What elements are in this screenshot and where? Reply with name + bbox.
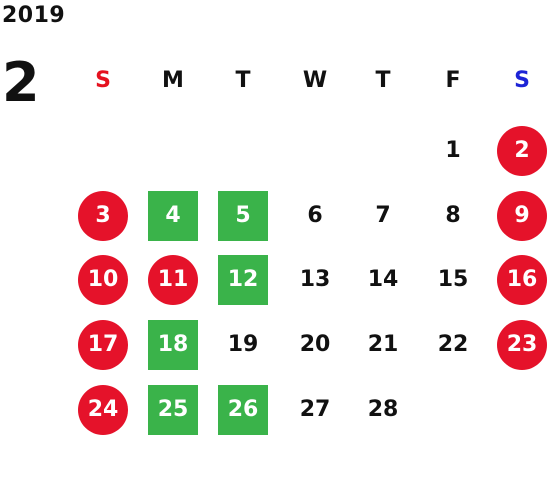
day-cell-sun: 10 xyxy=(78,255,128,305)
day-cell-fri: 8 xyxy=(445,203,461,228)
day-cell-wed: 20 xyxy=(299,332,331,357)
weekday-sun: S xyxy=(95,68,111,93)
day-cell-wed: 13 xyxy=(299,267,331,292)
weekday-thu: T xyxy=(375,68,391,93)
day-cell-tue: 5 xyxy=(218,191,268,241)
day-cell-tue: 26 xyxy=(218,385,268,435)
month-number: 2 xyxy=(2,51,40,114)
day-cell-sat: 9 xyxy=(497,191,547,241)
day-cell-mon: 4 xyxy=(148,191,198,241)
weekday-tue: T xyxy=(235,68,251,93)
day-cell-thu: 7 xyxy=(375,203,391,228)
day-cell-wed: 27 xyxy=(299,397,331,422)
weekday-mon: M xyxy=(162,68,184,93)
day-cell-mon: 25 xyxy=(148,385,198,435)
day-cell-sat: 16 xyxy=(497,255,547,305)
day-cell-tue: 19 xyxy=(227,332,259,357)
year-label: 2019 xyxy=(2,3,66,28)
day-cell-wed: 6 xyxy=(307,203,323,228)
day-cell-fri: 1 xyxy=(445,138,461,163)
day-cell-mon: 11 xyxy=(148,255,198,305)
day-cell-sat: 23 xyxy=(497,320,547,370)
day-cell-sun: 24 xyxy=(78,385,128,435)
day-cell-thu: 14 xyxy=(367,267,399,292)
day-cell-thu: 28 xyxy=(367,397,399,422)
day-cell-thu: 21 xyxy=(367,332,399,357)
day-cell-fri: 15 xyxy=(437,267,469,292)
day-cell-sat: 2 xyxy=(497,126,547,176)
day-cell-sun: 3 xyxy=(78,191,128,241)
day-cell-tue: 12 xyxy=(218,255,268,305)
day-cell-mon: 18 xyxy=(148,320,198,370)
weekday-fri: F xyxy=(445,68,461,93)
weekday-sat: S xyxy=(514,68,530,93)
weekday-wed: W xyxy=(302,68,328,93)
day-cell-sun: 17 xyxy=(78,320,128,370)
day-cell-fri: 22 xyxy=(437,332,469,357)
